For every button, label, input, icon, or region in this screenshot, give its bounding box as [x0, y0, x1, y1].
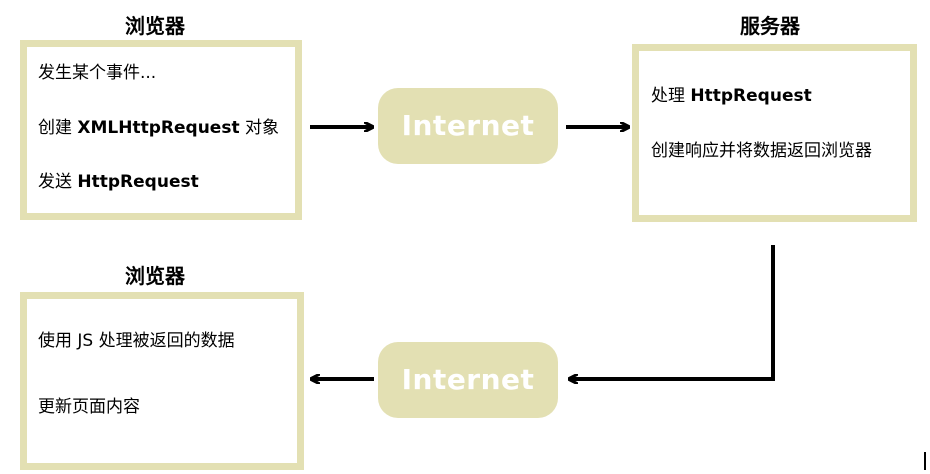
server-box: [632, 44, 917, 222]
arrow-server-to-internet: [570, 245, 775, 379]
top-browser-line-3: 发送 HttpRequest: [38, 172, 199, 192]
server-line-1: 处理 HttpRequest: [651, 86, 812, 106]
server-title: 服务器: [740, 14, 800, 38]
text-cursor: [924, 452, 926, 470]
top-browser-line-1: 发生某个事件...: [38, 63, 157, 83]
internet-top-node: Internet: [378, 88, 558, 164]
top-browser-title: 浏览器: [125, 14, 185, 38]
bottom-browser-line-2: 更新页面内容: [38, 397, 140, 417]
bottom-browser-box: [20, 292, 304, 470]
internet-bottom-node: Internet: [378, 342, 558, 418]
bottom-browser-title: 浏览器: [125, 264, 185, 288]
server-line-2: 创建响应并将数据返回浏览器: [651, 141, 872, 161]
bottom-browser-line-1: 使用 JS 处理被返回的数据: [38, 331, 235, 351]
top-browser-box: [20, 40, 302, 220]
top-browser-line-2: 创建 XMLHttpRequest 对象: [38, 118, 279, 138]
